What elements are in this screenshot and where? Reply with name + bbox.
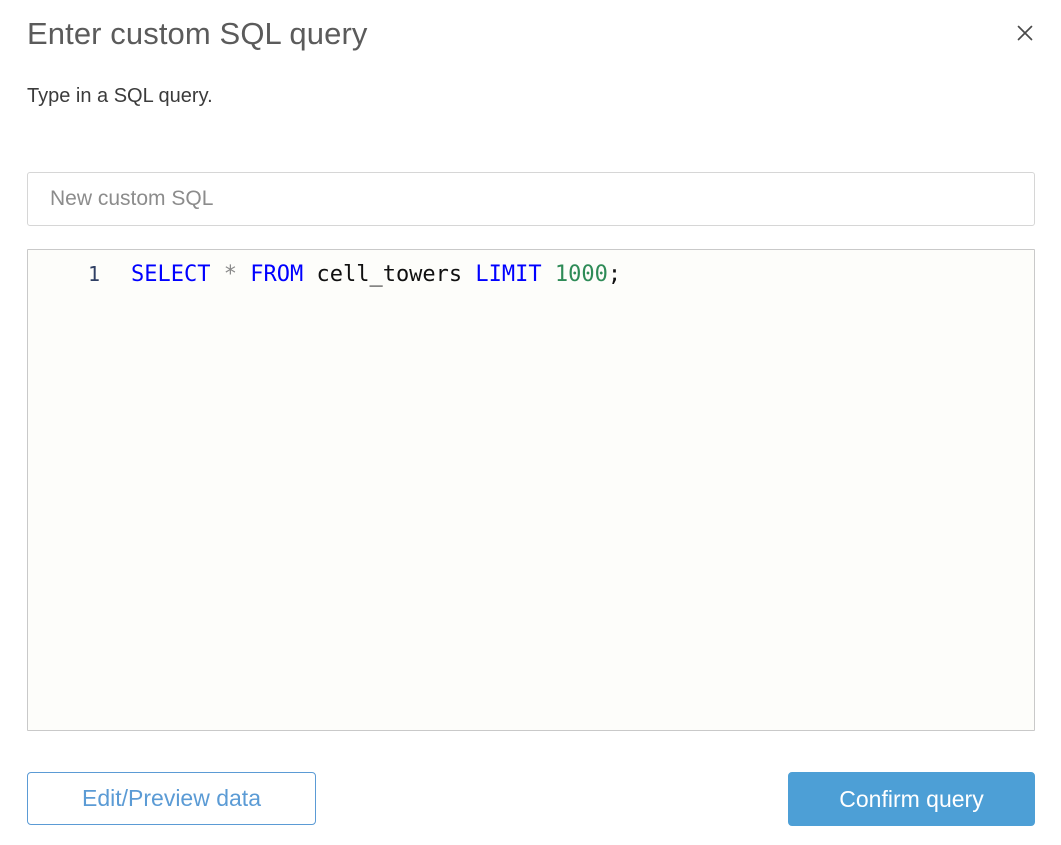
close-icon (1015, 23, 1035, 43)
dialog-header: Enter custom SQL query (0, 0, 1061, 70)
dialog-subtitle: Type in a SQL query. (27, 85, 213, 107)
sql-editor[interactable]: 1 SELECT * FROM cell_towers LIMIT 1000; (27, 249, 1035, 731)
sql-token-table: cell_towers (316, 262, 463, 287)
sql-token-space (237, 262, 250, 287)
sql-token-space (210, 262, 223, 287)
sql-token-space (542, 262, 555, 287)
sql-token-limit: LIMIT (475, 262, 542, 287)
line-number: 1 (87, 262, 100, 286)
sql-token-star: * (223, 262, 237, 287)
sql-name-input[interactable] (27, 172, 1035, 226)
edit-preview-data-button[interactable]: Edit/Preview data (27, 772, 316, 825)
sql-token-number: 1000 (554, 262, 608, 287)
sql-query-text: SELECT * FROM cell_towers LIMIT 1000; (131, 264, 621, 286)
sql-token-space (462, 262, 475, 287)
sql-token-semicolon: ; (607, 262, 622, 287)
code-line: 1 SELECT * FROM cell_towers LIMIT 1000; (28, 250, 1034, 286)
sql-token-select: SELECT (131, 262, 211, 287)
sql-token-space (303, 262, 316, 287)
close-button[interactable] (1008, 16, 1042, 50)
confirm-query-button[interactable]: Confirm query (788, 772, 1035, 826)
page-title: Enter custom SQL query (27, 16, 368, 51)
sql-token-from: FROM (250, 262, 304, 287)
